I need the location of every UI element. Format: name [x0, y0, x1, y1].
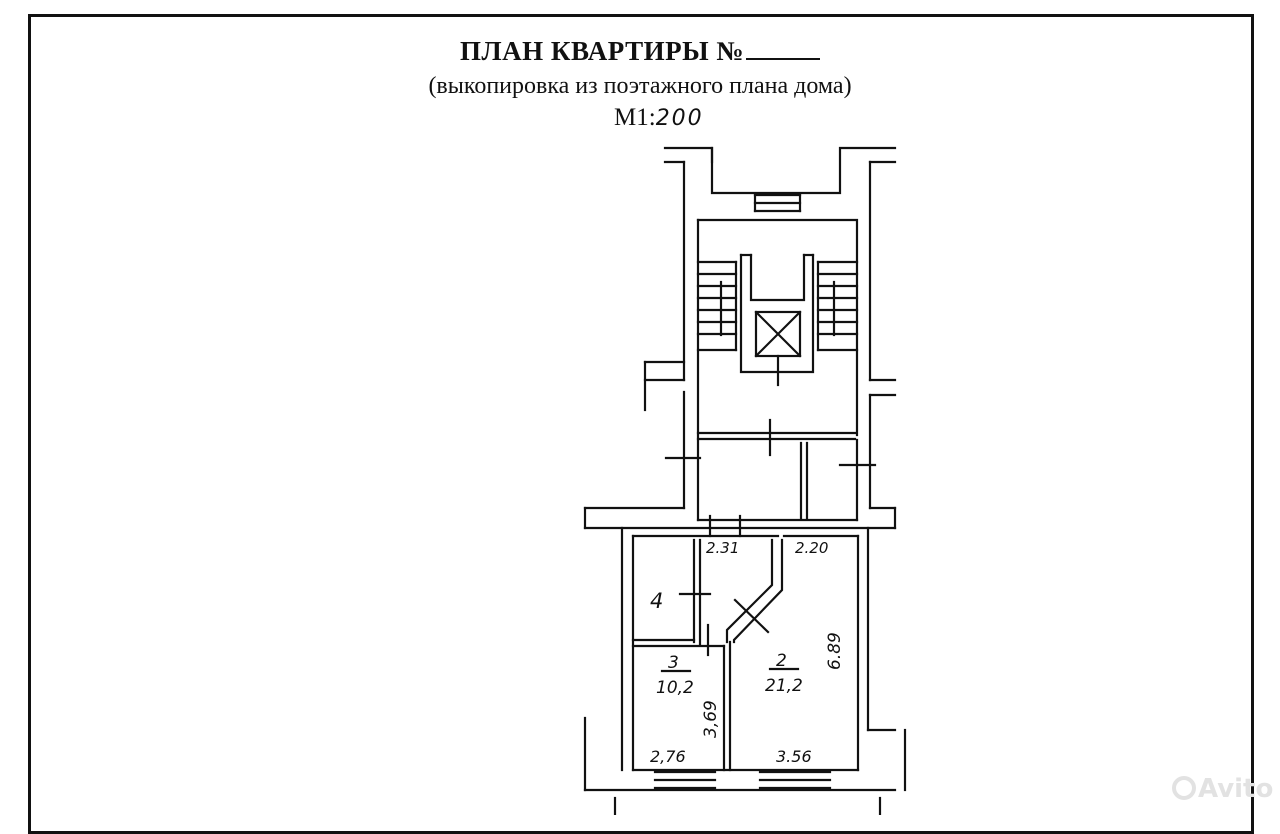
watermark-text: Avito — [1198, 774, 1274, 804]
plan-title: ПЛАН КВАРТИРЫ № — [0, 36, 1280, 67]
room-3-number: 3 — [668, 653, 679, 673]
corridor-wall — [583, 506, 897, 538]
avito-watermark: Avito — [1172, 774, 1273, 804]
stairwell — [696, 218, 859, 522]
plan-subtitle: (выкопировка из поэтажного плана дома) — [428, 73, 852, 99]
scale-value: 200 — [655, 106, 704, 131]
room-2-number: 2 — [776, 651, 787, 671]
floor-plan: 4 3 10,2 2 21,2 2.31 2.20 6.89 3,69 2,76… — [583, 146, 907, 815]
room-3-area: 10,2 — [656, 678, 694, 698]
dimension-room3-side: 3,69 — [701, 700, 721, 738]
interior-partitions — [631, 538, 784, 772]
avito-logo-icon — [1172, 776, 1196, 800]
plan-scale: М1:200 — [614, 104, 704, 132]
entrance-door — [753, 193, 802, 213]
room-4-number: 4 — [650, 589, 663, 613]
apartment-walls — [583, 526, 907, 792]
room-2-area: 21,2 — [765, 676, 803, 696]
side-walls — [643, 360, 897, 510]
scale-prefix: М1: — [614, 104, 656, 131]
dimension-right-side: 6.89 — [825, 632, 845, 670]
top-exterior-wall — [663, 146, 897, 382]
bottom-windows — [613, 770, 882, 815]
left-stair-flight — [696, 260, 738, 352]
dimension-bottom-right: 3.56 — [776, 747, 812, 766]
dimension-bottom-left: 2,76 — [650, 747, 686, 766]
elevator-shaft — [739, 253, 815, 387]
plan-title-text: ПЛАН КВАРТИРЫ № — [460, 36, 744, 66]
right-stair-flight — [816, 260, 859, 352]
dimension-top-right: 2.20 — [795, 539, 828, 557]
apartment-number-blank — [745, 38, 820, 60]
dimension-top-left: 2.31 — [706, 539, 739, 557]
